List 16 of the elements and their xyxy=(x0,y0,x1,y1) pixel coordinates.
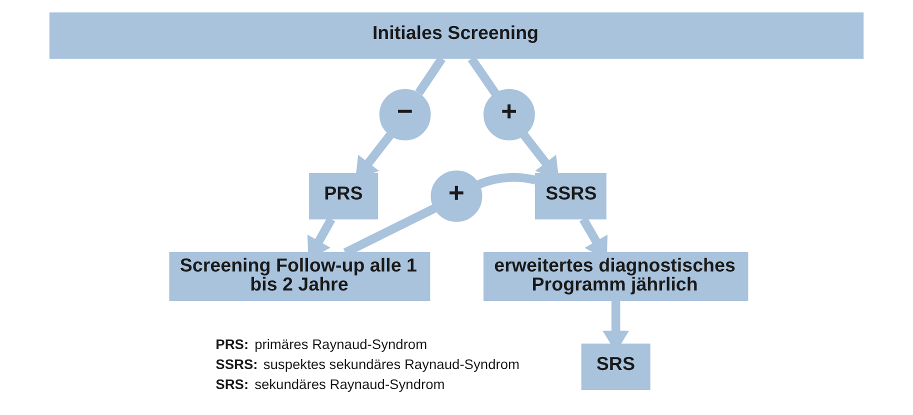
label: PRS: primäres Raynaud-Syndrom xyxy=(216,337,428,352)
connector xyxy=(468,56,500,96)
node-box: PRS xyxy=(309,173,378,220)
label: SSRS: suspektes sekundäres Raynaud-Syndrom xyxy=(216,357,520,372)
node-box: erweitertes diagnostisches Programm jährlich xyxy=(483,252,748,301)
connector xyxy=(415,56,446,96)
node-circle: − xyxy=(379,88,431,140)
node-circle: + xyxy=(430,170,482,222)
arrow xyxy=(579,216,608,260)
node-box: Initiales Screening xyxy=(49,12,864,59)
label: SRS: sekundäres Raynaud-Syndrom xyxy=(216,377,445,392)
connector xyxy=(477,173,536,188)
node-box: SSRS xyxy=(534,173,606,220)
node-box: SRS xyxy=(581,344,650,390)
node-circle: + xyxy=(483,88,535,140)
node-box: Screening Follow-up alle 1 bis 2 Jahre xyxy=(169,252,430,301)
